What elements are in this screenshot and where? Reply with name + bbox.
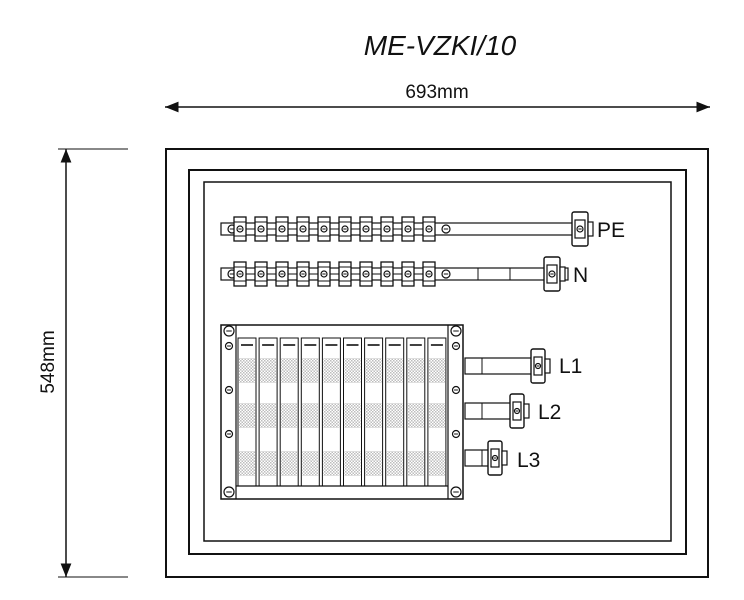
n-label: N [573,264,588,287]
n-busbar [220,256,569,292]
phase-label-l2: L2 [538,401,561,424]
phase-l2-bar [464,402,514,420]
phase-label-l1: L1 [559,355,582,378]
model-title: ME-VZKI/10 [364,30,517,61]
phase-label-l3: L3 [517,449,540,472]
pe-label: PE [597,219,625,242]
phase-terminals [464,348,551,476]
phase-l1-bar [464,357,536,375]
width-label: 693mm [405,82,468,103]
block-frame [220,324,464,500]
enclosure [165,148,709,578]
pe-busbar [220,211,594,247]
width-dimension: 693mm [165,82,710,113]
height-label: 548mm [38,330,59,393]
height-dimension: 548mm [38,148,128,578]
breaker-block [220,324,464,500]
